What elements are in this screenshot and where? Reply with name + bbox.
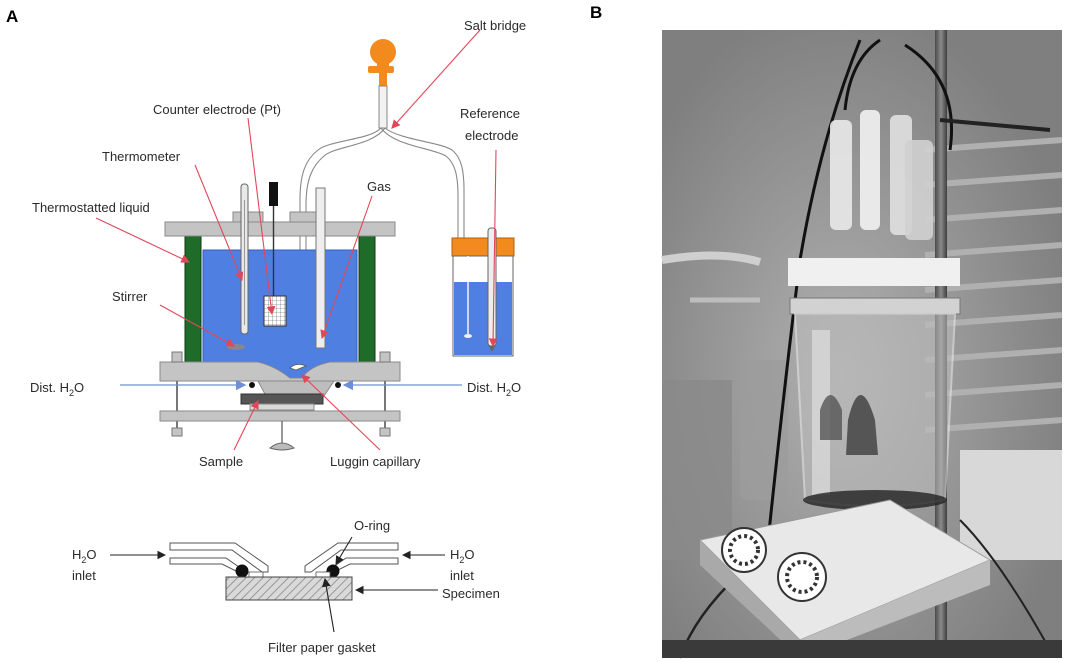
luggin-capillary <box>289 364 308 371</box>
label-reference-electrode-line1: Reference <box>460 106 520 121</box>
cell-schematic <box>159 39 515 451</box>
stirrer <box>227 344 245 350</box>
label-filter-paper-gasket: Filter paper gasket <box>268 640 376 655</box>
label-stirrer: Stirrer <box>112 289 148 304</box>
panel-label-b: B <box>590 3 602 22</box>
apparatus-photo <box>661 30 1063 659</box>
label-thermostatted-liquid: Thermostatted liquid <box>32 200 150 215</box>
label-h2o-inlet-left-1: H2O <box>72 547 97 565</box>
label-thermometer: Thermometer <box>102 149 181 164</box>
sample-plate <box>240 393 324 405</box>
thermometer <box>240 183 249 335</box>
specimen-holder-detail <box>169 542 399 601</box>
label-h2o-inlet-right-1: H2O <box>450 547 475 565</box>
detail-arrows <box>110 536 445 633</box>
label-h2o-inlet-right-2: inlet <box>450 568 474 583</box>
label-salt-bridge: Salt bridge <box>464 18 526 33</box>
bottom-plate <box>159 410 401 422</box>
label-h2o-inlet-left-2: inlet <box>72 568 96 583</box>
label-luggin-capillary: Luggin capillary <box>330 454 421 469</box>
panel-label-a: A <box>6 7 18 26</box>
gas-inlet-tube <box>315 187 326 349</box>
thermostat-wall-left <box>184 231 202 365</box>
label-gas: Gas <box>367 179 391 194</box>
reference-electrode-beaker <box>451 227 515 357</box>
label-counter-electrode: Counter electrode (Pt) <box>153 102 281 117</box>
label-dist-h2o-left: Dist. H2O <box>30 380 84 398</box>
label-reference-electrode-line2: electrode <box>465 128 518 143</box>
label-dist-h2o-right: Dist. H2O <box>467 380 521 398</box>
salt-bridge-bulb <box>368 39 396 129</box>
label-specimen: Specimen <box>442 586 500 601</box>
leader-lines <box>95 29 498 451</box>
label-sample: Sample <box>199 454 243 469</box>
thermostat-wall-right <box>358 231 376 365</box>
label-o-ring: O-ring <box>354 518 390 533</box>
